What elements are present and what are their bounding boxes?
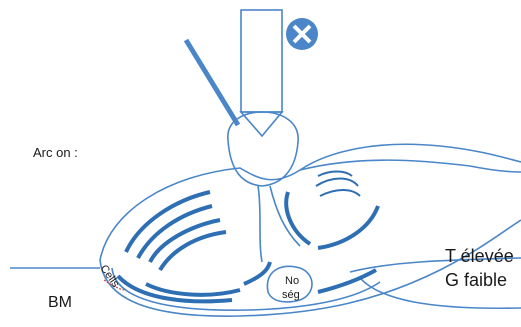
ripple-3 [320,190,360,196]
central-stem [258,186,262,262]
flow-arrow-3 [150,220,220,262]
pool-surface-inner [300,160,521,172]
ripple-2 [316,179,358,187]
electrode-tip [241,112,282,136]
label-cells: Cells [98,263,122,290]
label-t-elevee: T élevée [445,246,514,266]
flow-arrow-5 [146,284,240,295]
fusion-boundary [112,268,380,310]
flow-arrow-6 [118,276,232,301]
label-g-faible: G faible [445,270,507,290]
label-arc-on: Arc on : [33,145,78,160]
label-bm: BM [48,294,72,311]
flow-arrow-9 [244,262,270,284]
x-circle-icon [286,18,318,50]
filler-wire [186,40,238,125]
ripple-1 [318,172,352,177]
central-stem-right [270,186,300,246]
flow-arrow-8 [318,206,378,248]
electrode [241,10,282,112]
label-seg: ség [282,289,300,301]
flow-arrow-7 [286,192,310,244]
flow-arrow-4 [160,232,226,270]
label-no: No [285,275,299,287]
